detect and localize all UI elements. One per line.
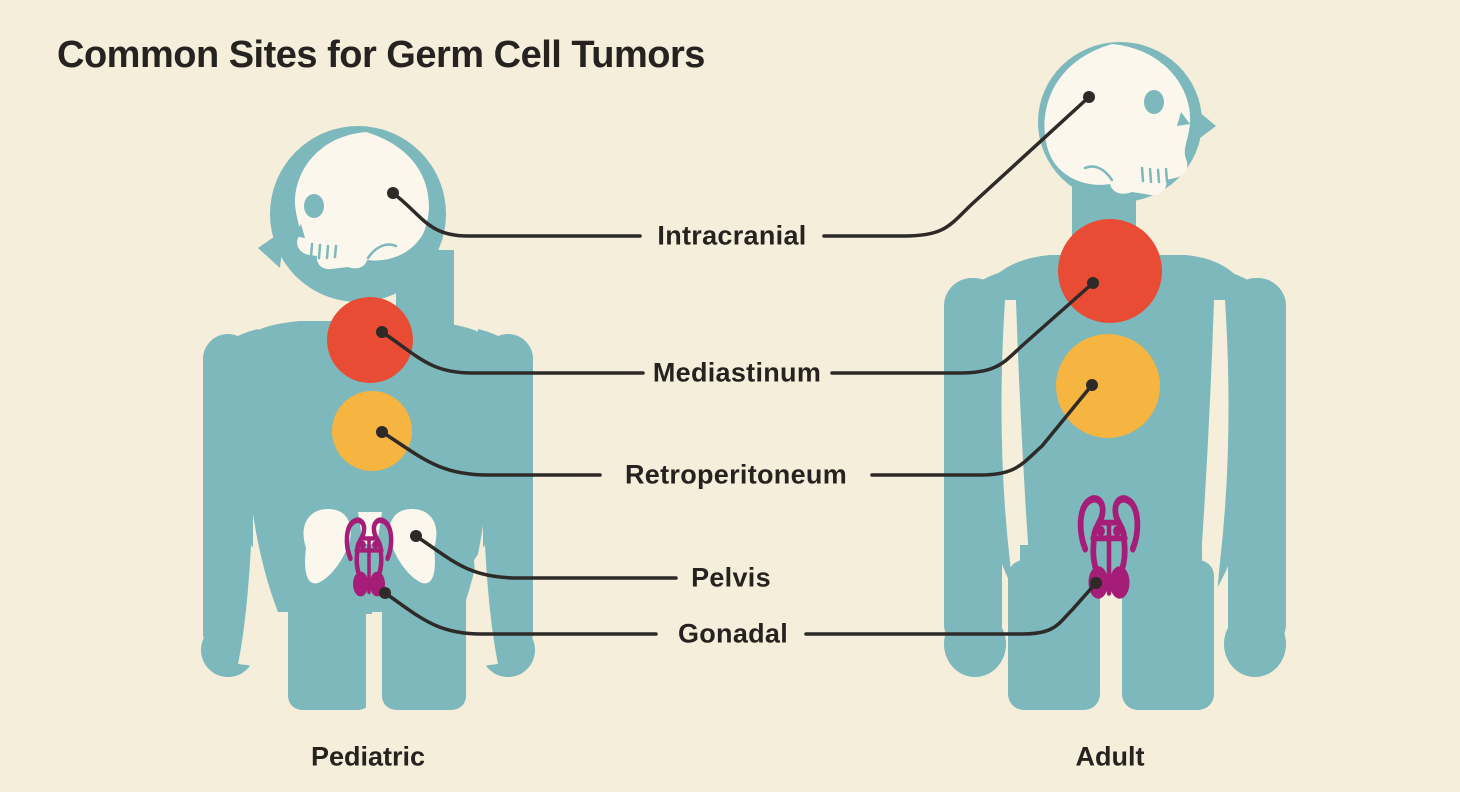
mediastinum-leader-left	[380, 330, 645, 375]
label-pelvis: Pelvis	[691, 562, 771, 593]
caption-adult: Adult	[1075, 741, 1145, 772]
adult-figure	[944, 42, 1286, 712]
leader-lines	[376, 91, 1102, 636]
adult-right-hand	[1224, 611, 1286, 677]
adult-left-hand	[944, 611, 1006, 677]
label-intracranial: Intracranial	[657, 220, 807, 251]
pelvis-leader-left	[414, 534, 678, 580]
label-retroperitoneum: Retroperitoneum	[624, 459, 848, 490]
pediatric-left-arm	[203, 334, 253, 658]
retroperitoneum-leader-right	[870, 383, 1094, 477]
retroperitoneum-leader-left	[380, 430, 602, 477]
adult-right-leg	[1122, 560, 1214, 710]
label-gonadal: Gonadal	[677, 618, 789, 649]
adult-skull-icon	[1044, 44, 1191, 196]
adult-mediastinum-marker	[1058, 219, 1162, 323]
intracranial-leader-left	[391, 191, 642, 238]
page-title: Common Sites for Germ Cell Tumors	[57, 34, 705, 76]
pediatric-retroperitoneum-marker	[332, 391, 412, 471]
adult-right-arm	[1228, 278, 1286, 652]
pediatric-right-arm	[483, 334, 533, 658]
adult-nose	[1192, 106, 1216, 144]
gonadal-leader-left	[383, 591, 658, 636]
mediastinum-leader-right	[830, 281, 1095, 375]
adult-left-leg	[1008, 560, 1100, 710]
pediatric-figure	[201, 126, 535, 712]
label-mediastinum: Mediastinum	[652, 357, 822, 388]
caption-pediatric: Pediatric	[310, 741, 426, 772]
intracranial-leader-right	[822, 95, 1091, 238]
pediatric-nose	[258, 230, 284, 268]
pediatric-mediastinum-marker	[327, 297, 413, 383]
adult-retroperitoneum-marker	[1056, 334, 1160, 438]
gonadal-leader-right	[804, 581, 1098, 636]
pediatric-skull-icon	[293, 132, 429, 270]
pediatric-pelvis-bones	[303, 509, 437, 584]
